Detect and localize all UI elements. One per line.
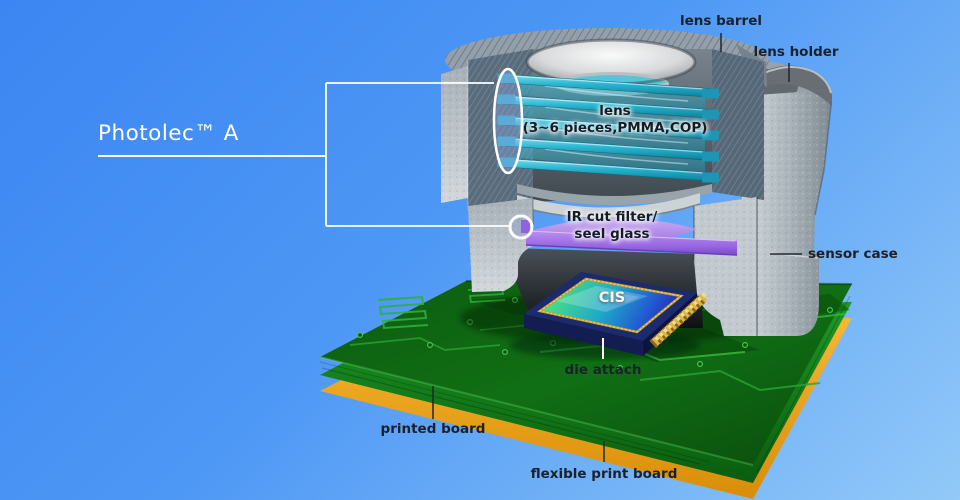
label-flexible-print-board: flexible print board bbox=[530, 466, 678, 482]
label-lens-holder: lens holder bbox=[753, 44, 839, 60]
ir-cut-filter bbox=[525, 218, 738, 256]
label-lens: lens (3~6 pieces,PMMA,COP) bbox=[523, 103, 708, 137]
label-lens-spec: (3~6 pieces,PMMA,COP) bbox=[522, 119, 708, 136]
pointer-lines bbox=[432, 33, 802, 462]
label-ir-filter-line2: seel glass bbox=[574, 225, 650, 242]
filter-callout-circle bbox=[508, 214, 534, 240]
product-title: Photolec™ A bbox=[98, 121, 326, 157]
label-printed-board: printed board bbox=[380, 421, 486, 437]
cis-chip bbox=[510, 272, 708, 359]
label-cis: CIS bbox=[598, 290, 626, 306]
label-die-attach: die attach bbox=[564, 362, 642, 378]
label-lens-barrel: lens barrel bbox=[679, 13, 763, 29]
label-ir-filter-line1: IR cut filter/ bbox=[566, 209, 658, 225]
camera-module bbox=[441, 28, 832, 336]
barrel-cross-section bbox=[467, 49, 533, 210]
sensor-case-right-block bbox=[693, 197, 758, 336]
label-lens-name: lens bbox=[599, 103, 631, 119]
label-sensor-case: sensor case bbox=[808, 246, 898, 262]
label-ir-filter: IR cut filter/ seel glass bbox=[567, 209, 658, 243]
callout-bracket bbox=[325, 82, 510, 227]
lens-stack bbox=[497, 73, 719, 183]
lens-callout-ellipse bbox=[492, 67, 524, 175]
chip-die bbox=[540, 279, 681, 332]
barrel-inner-right bbox=[712, 49, 764, 200]
lens-holder-rim bbox=[762, 65, 832, 106]
